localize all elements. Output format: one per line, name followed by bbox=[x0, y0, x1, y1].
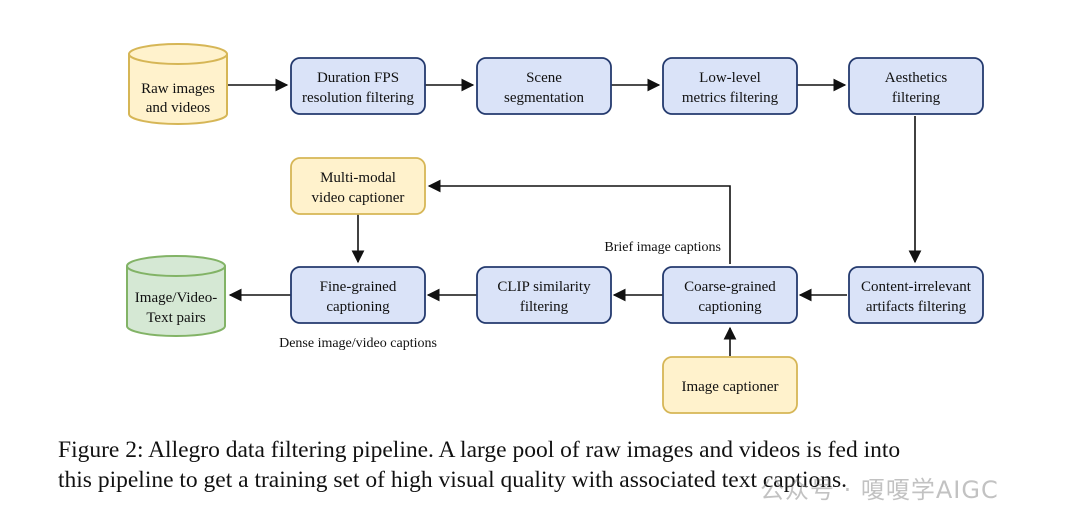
raw-videos-label: and videos bbox=[146, 100, 211, 116]
brief-captions-label: Brief image captions bbox=[604, 240, 721, 255]
output-line1: Image/Video- bbox=[135, 290, 217, 306]
content-line1: Content-irrelevant bbox=[861, 279, 972, 295]
fine-grained-captioning-box: Fine-grained captioning bbox=[290, 266, 426, 324]
watermark-text: 公众号 · 嗄嗄学AIGC bbox=[760, 476, 999, 504]
edge-coarse-to-multimodal bbox=[427, 179, 731, 264]
multimodal-captioner-box: Multi-modal video captioner bbox=[290, 157, 426, 215]
scene-seg-line1: Scene bbox=[526, 70, 562, 86]
scene-segmentation-box: Scene segmentation bbox=[476, 57, 612, 115]
duration-fps-box: Duration FPS resolution filtering bbox=[290, 57, 426, 115]
clip-line1: CLIP similarity bbox=[497, 279, 591, 295]
multimodal-line1: Multi-modal bbox=[320, 170, 396, 186]
caption-line-2: this pipeline to get a training set of h… bbox=[58, 467, 848, 493]
pipeline-diagram: Raw images and videos Duration FPS resol… bbox=[126, 43, 984, 414]
low-level-line1: Low-level bbox=[699, 70, 761, 86]
image-captioner-box: Image captioner bbox=[662, 356, 798, 414]
image-captioner-label: Image captioner bbox=[681, 379, 778, 395]
content-line2: artifacts filtering bbox=[866, 299, 967, 315]
duration-fps-line1: Duration FPS bbox=[317, 70, 399, 86]
duration-fps-line2: resolution filtering bbox=[302, 90, 415, 106]
content-irrelevant-box: Content-irrelevant artifacts filtering bbox=[848, 266, 984, 324]
caption-line-1: Figure 2: Allegro data filtering pipelin… bbox=[58, 437, 901, 463]
aesthetics-line1: Aesthetics bbox=[885, 70, 948, 86]
output-line2: Text pairs bbox=[146, 310, 206, 326]
aesthetics-line2: filtering bbox=[892, 90, 941, 106]
clip-line2: filtering bbox=[520, 299, 569, 315]
dense-captions-label: Dense image/video captions bbox=[279, 336, 437, 351]
multimodal-line2: video captioner bbox=[312, 190, 405, 206]
aesthetics-filtering-box: Aesthetics filtering bbox=[848, 57, 984, 115]
raw-images-cylinder: Raw images and videos bbox=[128, 43, 228, 125]
coarse-grained-captioning-box: Coarse-grained captioning bbox=[662, 266, 798, 324]
low-level-metrics-box: Low-level metrics filtering bbox=[662, 57, 798, 115]
low-level-line2: metrics filtering bbox=[682, 90, 779, 106]
scene-seg-line2: segmentation bbox=[504, 90, 584, 106]
output-cylinder: Image/Video- Text pairs bbox=[126, 255, 226, 337]
edges bbox=[227, 78, 922, 356]
clip-similarity-box: CLIP similarity filtering bbox=[476, 266, 612, 324]
coarse-line2: captioning bbox=[698, 299, 762, 315]
figure-caption: Figure 2: Allegro data filtering pipelin… bbox=[58, 435, 1048, 495]
fine-line1: Fine-grained bbox=[320, 279, 397, 295]
fine-line2: captioning bbox=[326, 299, 390, 315]
coarse-line1: Coarse-grained bbox=[684, 279, 776, 295]
raw-images-label: Raw images bbox=[141, 81, 215, 97]
